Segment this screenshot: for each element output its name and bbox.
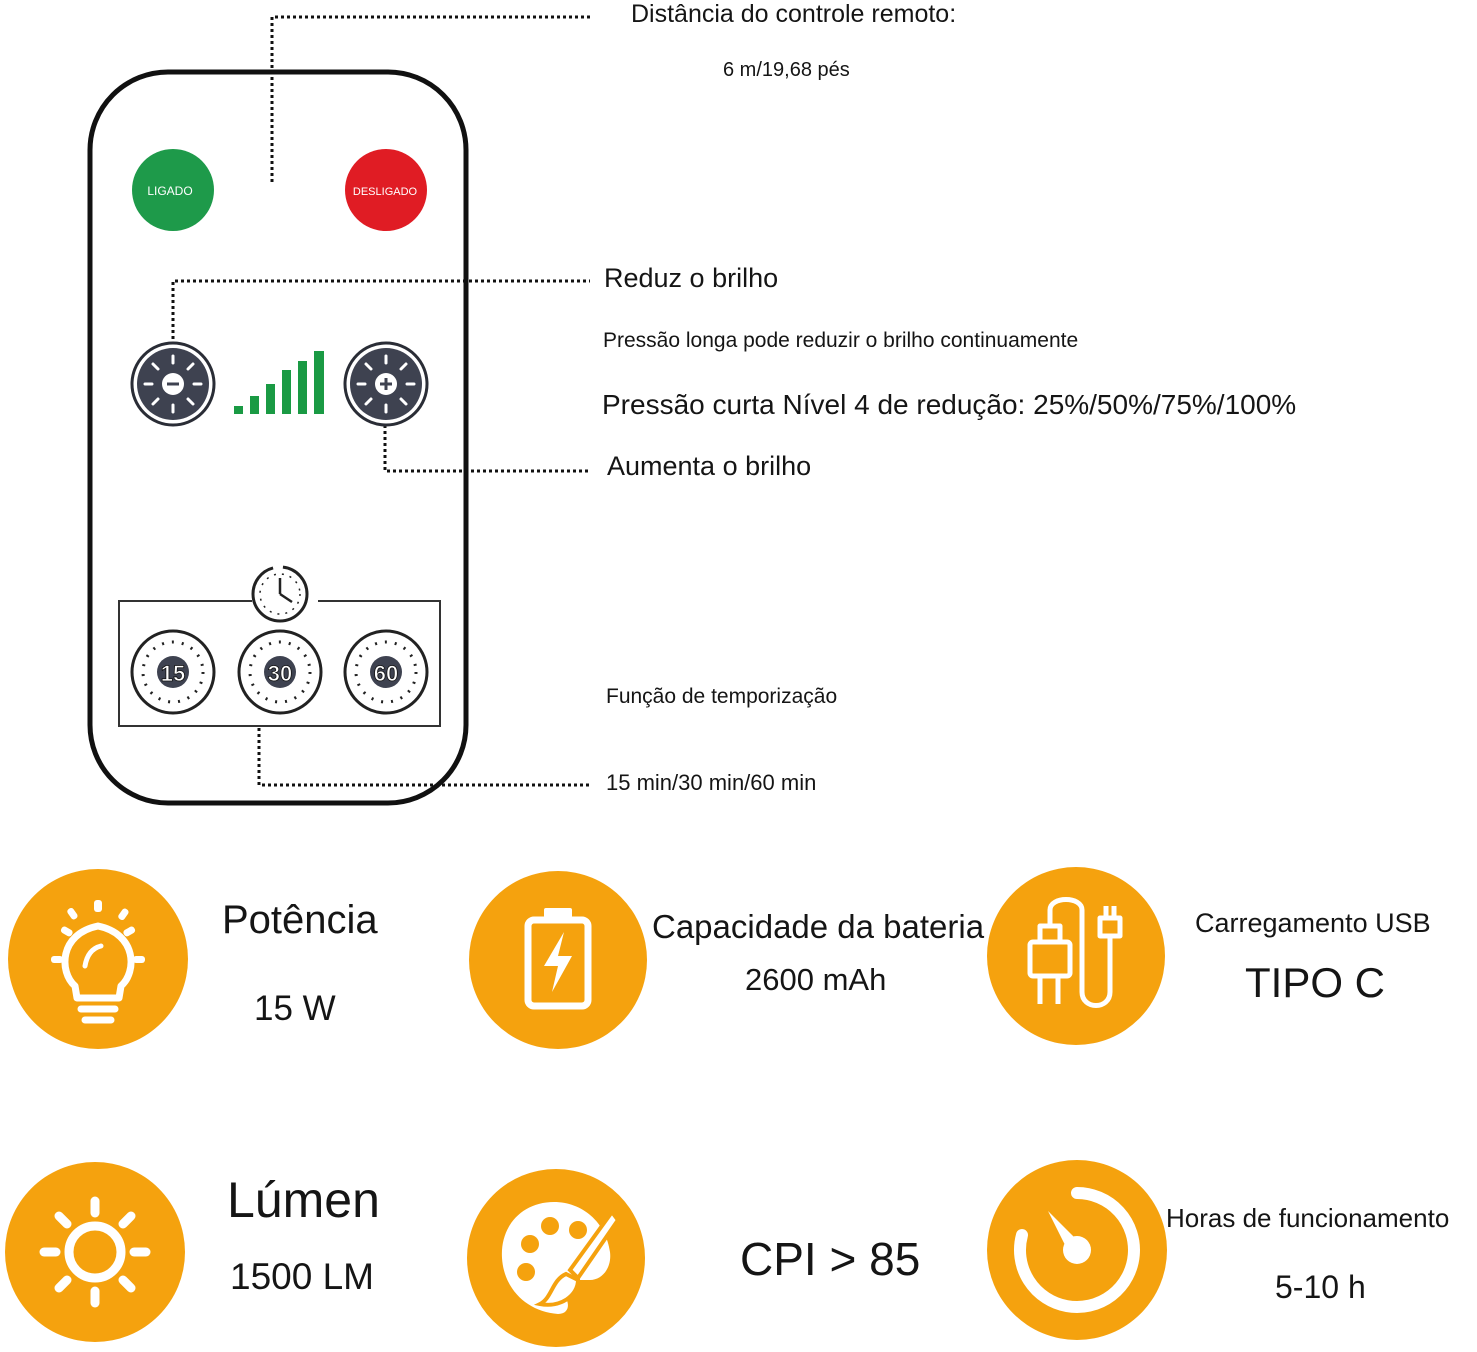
leader-lines bbox=[171, 15, 590, 787]
timer-dial-icon bbox=[987, 1160, 1167, 1340]
usb-label: Carregamento USB bbox=[1195, 908, 1431, 938]
off-button-label: DESLIGADO bbox=[353, 186, 418, 198]
clock-icon bbox=[251, 565, 309, 623]
leader-distance bbox=[270, 15, 590, 182]
reduce-long-press-text: Pressão longa pode reduzir o brilho cont… bbox=[603, 329, 1079, 352]
remote-diagram: LIGADO DESLIGADO bbox=[87, 15, 590, 806]
brightness-up-button[interactable] bbox=[343, 341, 429, 427]
cri-value: CPI > 85 bbox=[740, 1233, 921, 1285]
sun-plus-icon bbox=[356, 354, 416, 414]
timer-30-button[interactable]: 30 bbox=[237, 629, 323, 715]
lightbulb-icon bbox=[8, 869, 188, 1049]
timer-60-button[interactable]: 60 bbox=[343, 629, 429, 715]
lumen-label: Lúmen bbox=[227, 1172, 380, 1228]
timer-15-button[interactable]: 15 bbox=[130, 629, 216, 715]
timer-60-label: 60 bbox=[374, 661, 398, 686]
increase-brightness-title: Aumenta o brilho bbox=[607, 451, 812, 481]
distance-title: Distância do controle remoto: bbox=[631, 0, 957, 28]
reduce-short-press-text: Pressão curta Nível 4 de redução: 25%/50… bbox=[602, 389, 1297, 420]
brightness-down-button[interactable] bbox=[130, 341, 216, 427]
battery-charging-icon bbox=[469, 871, 647, 1049]
timer-panel bbox=[118, 565, 441, 727]
usb-value: TIPO C bbox=[1245, 959, 1386, 1006]
brightness-level-bars bbox=[234, 351, 324, 414]
distance-value: 6 m/19,68 pés bbox=[723, 59, 850, 81]
palette-icon bbox=[467, 1169, 645, 1347]
power-label: Potência bbox=[222, 898, 378, 942]
usb-charger-icon bbox=[987, 867, 1165, 1045]
sun-icon bbox=[5, 1162, 185, 1342]
timer-30-label: 30 bbox=[268, 661, 292, 686]
leader-reduce bbox=[171, 279, 590, 345]
working-hours-label: Horas de funcionamento bbox=[1166, 1203, 1450, 1233]
battery-label: Capacidade da bateria bbox=[652, 908, 985, 945]
on-button-label: LIGADO bbox=[147, 184, 192, 198]
reduce-brightness-title: Reduz o brilho bbox=[604, 263, 779, 293]
lumen-value: 1500 LM bbox=[230, 1256, 374, 1297]
remote-body bbox=[87, 69, 469, 806]
leader-timer bbox=[257, 728, 590, 787]
working-hours-value: 5-10 h bbox=[1275, 1269, 1366, 1305]
on-button[interactable]: LIGADO bbox=[132, 149, 214, 231]
power-value: 15 W bbox=[254, 989, 336, 1028]
off-button[interactable]: DESLIGADO bbox=[345, 149, 427, 231]
battery-value: 2600 mAh bbox=[745, 962, 887, 997]
timer-function-title: Função de temporização bbox=[606, 685, 838, 708]
timer-values: 15 min/30 min/60 min bbox=[606, 770, 817, 795]
leader-increase bbox=[383, 425, 590, 473]
sun-minus-icon bbox=[143, 354, 203, 414]
timer-15-label: 15 bbox=[161, 661, 185, 686]
